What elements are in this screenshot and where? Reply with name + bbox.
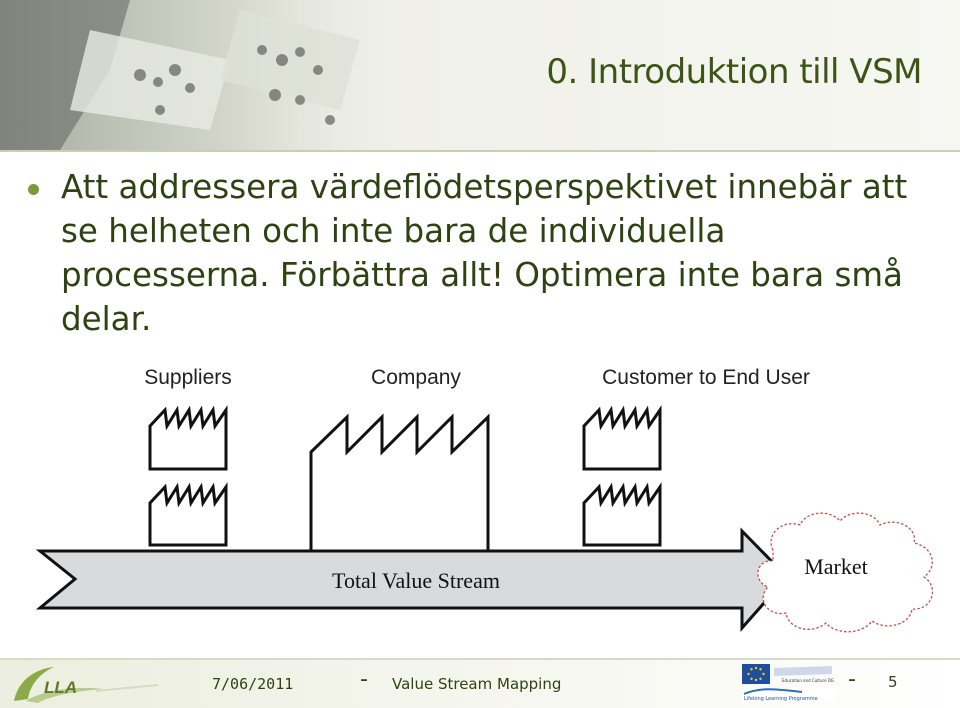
footer-divider bbox=[0, 658, 960, 660]
value-stream-diagram: Suppliers Company Customer to End User T… bbox=[35, 366, 934, 633]
customer-factory-icon bbox=[582, 405, 662, 471]
slide-title: 0. Introduktion till VSM bbox=[546, 52, 922, 92]
company-label: Company bbox=[371, 366, 461, 389]
lla-logo-icon: LLA bbox=[14, 667, 158, 703]
customer-label: Customer to End User bbox=[602, 366, 810, 389]
footer-date: 7/06/2011 bbox=[212, 675, 294, 693]
supplier-factory-icon bbox=[148, 405, 228, 471]
total-value-stream-arrow bbox=[35, 527, 790, 632]
eu-lifelong-learning-logo-icon: Education and Culture DG Lifelong Learni… bbox=[742, 664, 836, 702]
arrow-label: Total Value Stream bbox=[332, 568, 500, 593]
market-label: Market bbox=[804, 554, 868, 579]
svg-text:Education and Culture DG: Education and Culture DG bbox=[782, 678, 834, 683]
header-photo bbox=[0, 0, 400, 150]
header-divider bbox=[0, 150, 960, 152]
slide-header: 0. Introduktion till VSM bbox=[0, 0, 960, 150]
page-number: 5 bbox=[888, 673, 898, 691]
svg-text:Lifelong Learning Programme: Lifelong Learning Programme bbox=[744, 696, 818, 702]
company-factory-icon bbox=[309, 413, 490, 577]
footer-separator: - bbox=[848, 667, 856, 692]
customer-factory-icon bbox=[582, 482, 662, 547]
supplier-factory-icon bbox=[148, 482, 228, 547]
bullet-dot-icon bbox=[28, 184, 39, 195]
footer-title: Value Stream Mapping bbox=[392, 675, 562, 693]
suppliers-label: Suppliers bbox=[144, 366, 232, 389]
market-cloud-icon bbox=[757, 512, 934, 633]
bullet-text: Att addressera värdeflödetsperspektivet … bbox=[61, 168, 908, 338]
footer-separator: - bbox=[360, 667, 368, 692]
svg-text:LLA: LLA bbox=[44, 678, 77, 697]
